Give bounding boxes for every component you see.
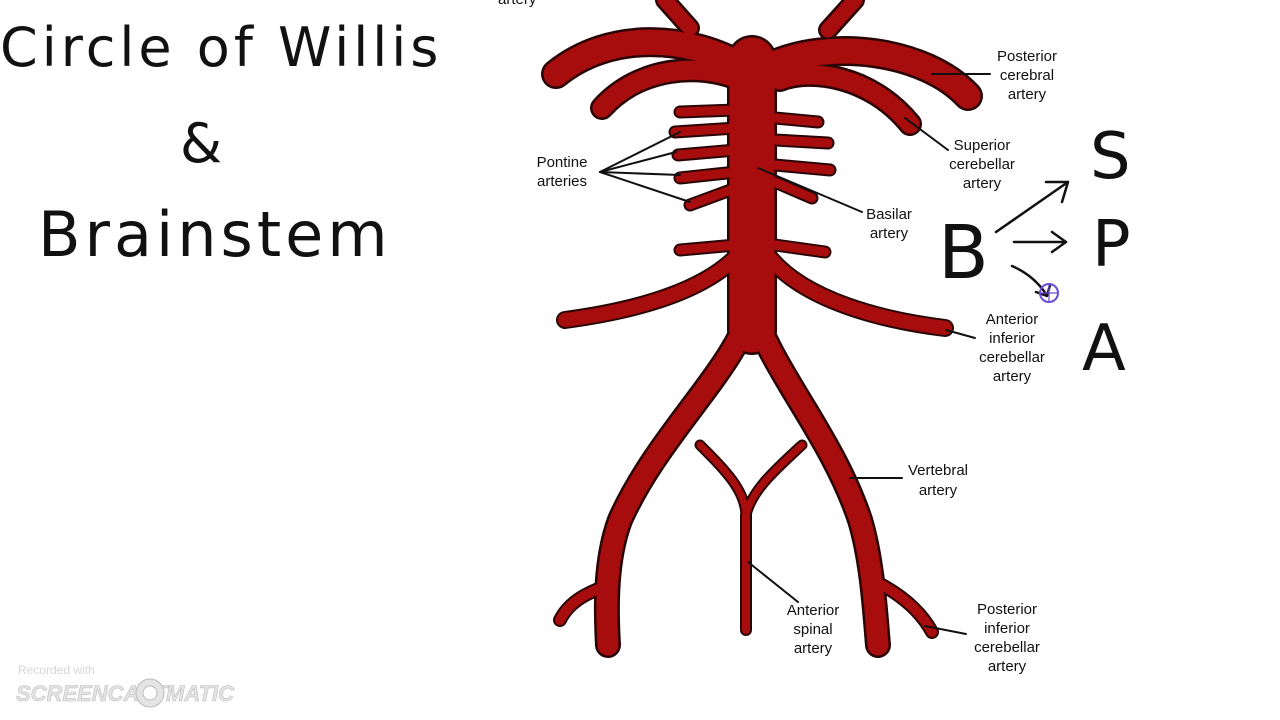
artery-drawing [541, 0, 983, 658]
arrow-to-s-icon [994, 180, 1070, 234]
handwritten-annotation: B S P A [938, 120, 1135, 386]
svg-text:cerebral: cerebral [1000, 67, 1054, 84]
label-posterior-inferior-cerebellar-artery: Posterior inferior cerebellar artery [974, 601, 1040, 675]
label-posterior-cerebral-artery: Posterior cerebral artery [997, 48, 1057, 103]
svg-text:inferior: inferior [984, 620, 1030, 637]
svg-text:Basilar: Basilar [866, 206, 912, 223]
svg-text:Anterior: Anterior [986, 311, 1039, 328]
svg-text:artery: artery [919, 482, 958, 499]
svg-text:artery: artery [993, 368, 1032, 385]
anatomy-labels: artery Posterior cerebral artery Superio… [498, 0, 1057, 675]
svg-text:Superior: Superior [954, 137, 1011, 154]
svg-text:Posterior: Posterior [977, 601, 1037, 618]
watermark-recorded-with: Recorded with [18, 663, 95, 677]
arrow-to-a-icon [1010, 264, 1052, 298]
top-cut-label: artery [498, 0, 537, 8]
title-line-3: Brainstem [38, 198, 392, 271]
cursor-icon [1039, 283, 1059, 303]
label-anterior-spinal-artery: Anterior spinal artery [787, 602, 840, 657]
leader-lines [599, 73, 991, 635]
title-line-2: & [180, 112, 226, 175]
svg-text:cerebellar: cerebellar [974, 639, 1040, 656]
annotation-a: A [1082, 312, 1130, 386]
label-pontine-arteries: Pontine arteries [537, 154, 588, 190]
label-basilar-artery: Basilar artery [866, 206, 912, 242]
arrow-to-p-icon [1012, 230, 1068, 254]
annotation-s: S [1090, 120, 1135, 194]
svg-text:artery: artery [1008, 86, 1047, 103]
svg-text:Pontine: Pontine [537, 154, 588, 171]
svg-text:arteries: arteries [537, 173, 587, 190]
label-anterior-inferior-cerebellar-artery: Anterior inferior cerebellar artery [979, 311, 1045, 385]
title: Circle of Willis & Brainstem [0, 16, 442, 271]
label-superior-cerebellar-artery: Superior cerebellar artery [949, 137, 1015, 192]
watermark: Recorded with SCREENCAST MATIC [16, 663, 235, 708]
svg-text:artery: artery [870, 225, 909, 242]
svg-text:Vertebral: Vertebral [908, 462, 968, 479]
svg-text:cerebellar: cerebellar [979, 349, 1045, 366]
svg-text:artery: artery [988, 658, 1027, 675]
label-vertebral-artery: Vertebral artery [908, 462, 968, 499]
svg-text:artery: artery [963, 175, 1002, 192]
annotation-b: B [938, 210, 993, 296]
watermark-logo-icon [135, 678, 165, 708]
svg-text:cerebellar: cerebellar [949, 156, 1015, 173]
watermark-brand-right: MATIC [166, 681, 235, 706]
annotation-p: P [1092, 208, 1135, 282]
svg-text:inferior: inferior [989, 330, 1035, 347]
svg-text:spinal: spinal [793, 621, 832, 638]
svg-text:Anterior: Anterior [787, 602, 840, 619]
title-line-1: Circle of Willis [0, 16, 442, 79]
svg-text:Posterior: Posterior [997, 48, 1057, 65]
svg-text:artery: artery [794, 640, 833, 657]
